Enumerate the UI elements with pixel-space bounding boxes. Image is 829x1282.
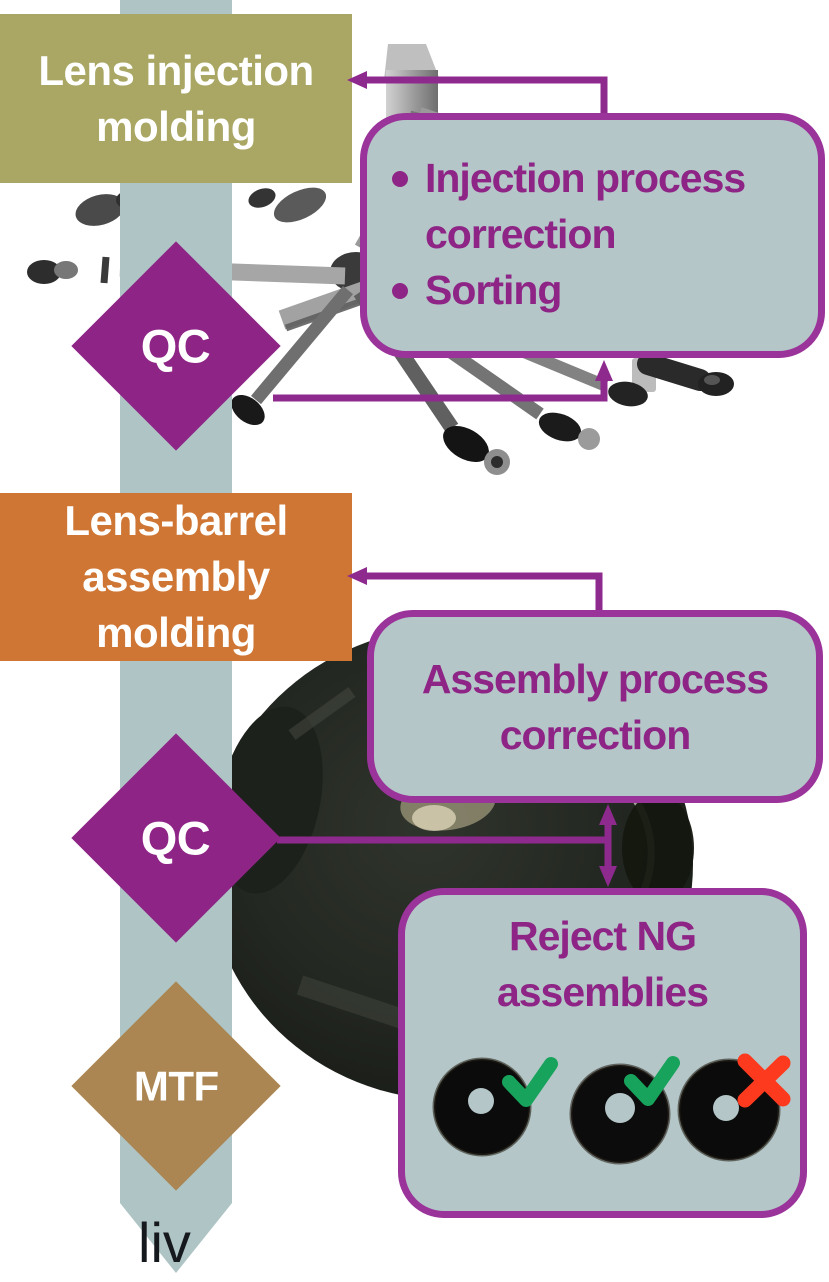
callout-assembly-correction: Assembly process correction <box>367 610 823 803</box>
reject-ng-title: Reject NG assemblies <box>496 913 709 1015</box>
qc-diamond-2-label: QC <box>141 811 211 865</box>
mtf-diamond-label: MTF <box>133 1061 219 1109</box>
assembly-correction-label: Assembly process correction <box>421 655 769 758</box>
step-lens-barrel-assembly-molding-label: Lens-barrel assembly molding <box>64 497 288 656</box>
lens-assembly-1 <box>432 1057 532 1157</box>
pass-check-icon-2 <box>624 1056 680 1106</box>
fail-x-icon <box>737 1053 791 1108</box>
callout-injection-correction: Injection process correction Sorting <box>360 113 825 358</box>
pass-check-icon-1 <box>502 1057 558 1107</box>
step-lens-injection-molding: Lens injection molding <box>0 14 352 183</box>
callout-reject-ng-assemblies: Reject NG assemblies <box>398 888 807 1218</box>
qc-diamond-1-label: QC <box>141 319 211 373</box>
step-lens-injection-molding-label: Lens injection molding <box>38 46 314 150</box>
step-lens-barrel-assembly-molding: Lens-barrel assembly molding <box>0 493 352 661</box>
sorting-item: Sorting <box>392 262 810 318</box>
clipped-word: liv <box>138 1211 191 1274</box>
lens-assemblies-photo <box>432 1053 791 1165</box>
injection-correction-list: Injection process correction Sorting <box>367 150 810 318</box>
injection-correction-item: Injection process correction <box>392 150 810 262</box>
